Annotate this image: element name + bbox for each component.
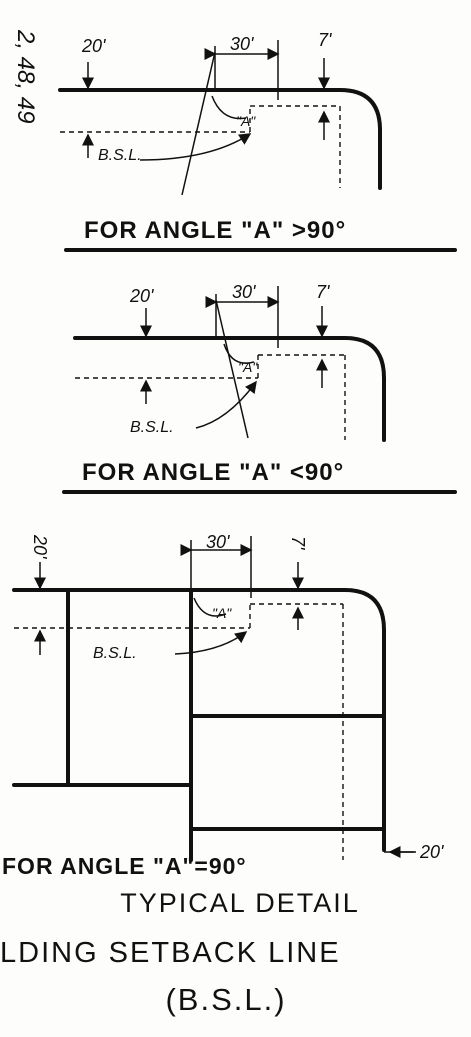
detail-angle-equal-90: 20' 30' 7' "A" B.S.L. 20' FOR ANGLE "A"=… <box>2 532 444 879</box>
detail2-bsl-label: B.S.L. <box>130 419 174 436</box>
detail2-dim-7: 7' <box>316 282 330 302</box>
detail1-caption: FOR ANGLE "A" >90° <box>84 217 346 244</box>
detail1-dim-20: 20' <box>81 36 106 56</box>
detail3-bsl-label: B.S.L. <box>93 645 137 662</box>
detail3-dim-20: 20' <box>30 534 50 559</box>
detail3-dim-30: 30' <box>206 532 230 552</box>
detail3-angle-label: "A" <box>212 605 232 621</box>
detail2-angle-label: "A" <box>238 359 258 375</box>
detail-angle-greater-90: 20' 30' 7' "A" B.S.L. FOR ANGLE "A" >90° <box>58 30 457 252</box>
title-line-2: LDING SETBACK LINE <box>0 937 341 969</box>
title-line-1: TYPICAL DETAIL <box>120 888 360 918</box>
detail1-dim-30: 30' <box>230 34 254 54</box>
detail1-dim-7: 7' <box>318 30 332 50</box>
detail3-side-dim: 20' <box>419 842 444 862</box>
detail1-angle-label: "A" <box>236 113 256 129</box>
detail2-caption: FOR ANGLE "A" <90° <box>82 459 344 486</box>
detail-angle-less-90: 20' 30' 7' "A" B.S.L. FOR ANGLE "A" <90° <box>62 282 457 494</box>
detail2-dim-30: 30' <box>232 282 256 302</box>
detail2-dim-20: 20' <box>129 286 154 306</box>
detail3-caption: FOR ANGLE "A"=90° <box>2 853 247 879</box>
title-line-3: (B.S.L.) <box>165 982 286 1017</box>
title-block: TYPICAL DETAIL LDING SETBACK LINE (B.S.L… <box>0 888 360 1017</box>
detail3-dim-7: 7' <box>288 536 308 550</box>
margin-note: 2, 48, 49 <box>12 29 39 123</box>
detail1-bsl-label: B.S.L. <box>98 147 142 164</box>
